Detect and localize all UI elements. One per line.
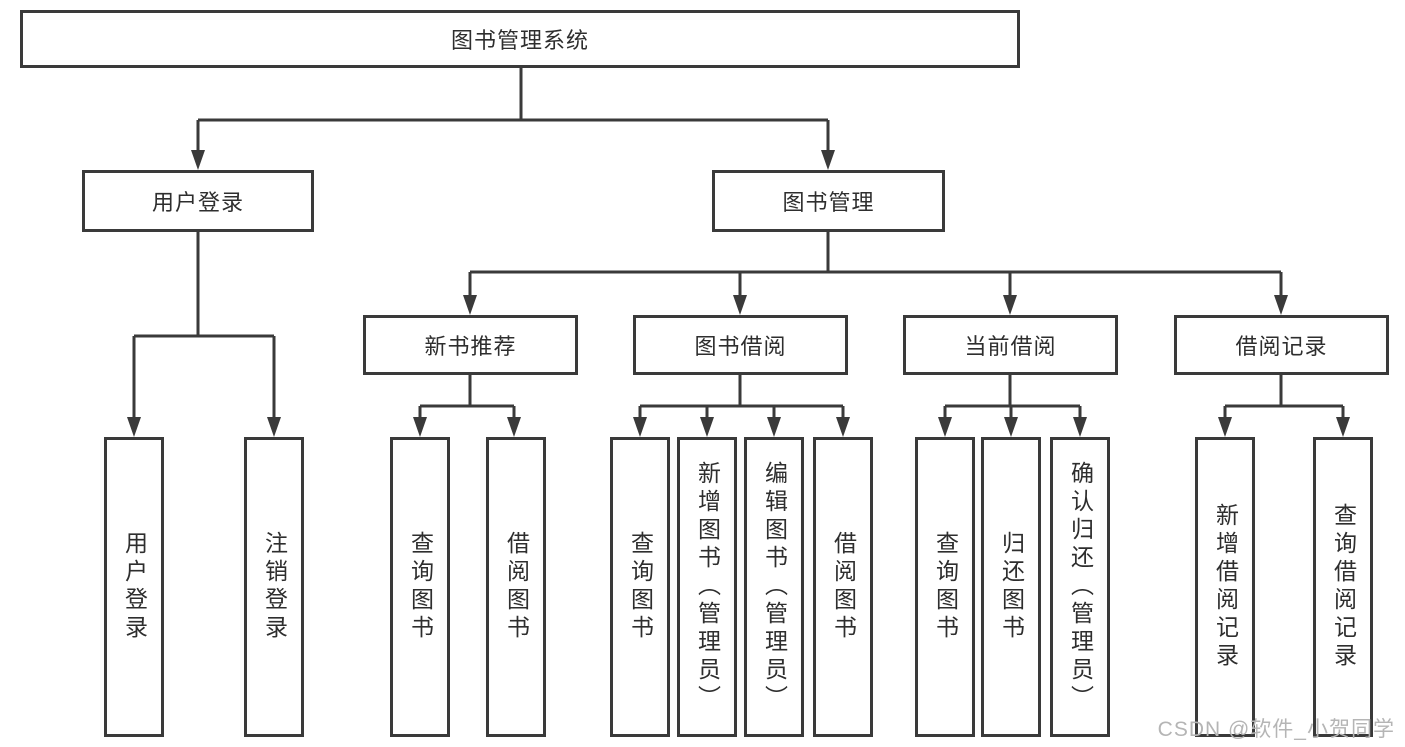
- leaf-confirm-return-admin: 确认归还（管理员）: [1050, 437, 1110, 737]
- leaf-return-books: 归还图书: [981, 437, 1041, 737]
- arrowhead: [1003, 295, 1017, 315]
- leaf-user-login: 用户登录: [104, 437, 164, 737]
- node-book-management: 图书管理: [712, 170, 945, 232]
- arrowhead: [507, 417, 521, 437]
- leaf-add-books-admin: 新增图书（管理员）: [677, 437, 737, 737]
- node-label: 借阅记录: [1235, 334, 1328, 359]
- leaf-borrow-books-recommend: 借阅图书: [486, 437, 546, 737]
- node-label: 查询图书: [407, 531, 434, 643]
- node-root-system: 图书管理系统: [20, 10, 1020, 68]
- connector-borrow-records-to-leaves: [1218, 375, 1350, 437]
- csdn-watermark: CSDN @软件_小贺同学: [1157, 718, 1395, 741]
- arrowhead: [938, 417, 952, 437]
- connector-book-borrow-to-leaves: [633, 375, 850, 437]
- connector-current-borrow-to-leaves: [938, 375, 1087, 437]
- arrowhead: [767, 417, 781, 437]
- connector-book-mgmt-to-level3: [463, 232, 1288, 315]
- node-book-borrowing: 图书借阅: [633, 315, 848, 375]
- arrowhead: [267, 417, 281, 437]
- arrowhead: [633, 417, 647, 437]
- connector-new-book-rec-to-leaves: [413, 375, 521, 437]
- node-new-book-recommendation: 新书推荐: [363, 315, 578, 375]
- node-label: 图书管理: [782, 190, 875, 215]
- node-borrowing-records: 借阅记录: [1174, 315, 1389, 375]
- connector-user-login-to-leaves: [127, 232, 281, 437]
- node-label: 图书借阅: [694, 334, 787, 359]
- arrowhead: [1004, 417, 1018, 437]
- leaf-edit-books-admin: 编辑图书（管理员）: [744, 437, 804, 737]
- arrowhead: [1073, 417, 1087, 437]
- node-label: 编辑图书（管理员）: [761, 461, 788, 713]
- leaf-borrow-books: 借阅图书: [813, 437, 873, 737]
- arrowhead: [413, 417, 427, 437]
- arrowhead: [1274, 295, 1288, 315]
- node-label: 用户登录: [151, 190, 244, 215]
- node-label: 查询图书: [932, 531, 959, 643]
- leaf-query-books-recommend: 查询图书: [390, 437, 450, 737]
- arrowhead: [191, 150, 205, 170]
- leaf-query-books-borrow: 查询图书: [610, 437, 670, 737]
- node-label: 用户登录: [121, 531, 148, 643]
- leaf-logout: 注销登录: [244, 437, 304, 737]
- node-label: 查询借阅记录: [1330, 503, 1357, 671]
- node-current-borrowing: 当前借阅: [903, 315, 1118, 375]
- node-label: 图书管理系统: [450, 28, 589, 53]
- leaf-query-books-current: 查询图书: [915, 437, 975, 737]
- node-label: 确认归还（管理员）: [1067, 461, 1094, 713]
- arrowhead: [1218, 417, 1232, 437]
- node-label: 当前借阅: [964, 334, 1057, 359]
- arrowhead: [1336, 417, 1350, 437]
- node-label: 注销登录: [261, 531, 288, 643]
- arrowhead: [836, 417, 850, 437]
- node-label: 新增图书（管理员）: [694, 461, 721, 713]
- node-label: 借阅图书: [830, 531, 857, 643]
- node-label: 借阅图书: [503, 531, 530, 643]
- arrowhead: [733, 295, 747, 315]
- arrowhead: [821, 150, 835, 170]
- node-label: 归还图书: [998, 531, 1025, 643]
- node-label: 新增借阅记录: [1212, 503, 1239, 671]
- leaf-query-borrow-record: 查询借阅记录: [1313, 437, 1373, 737]
- node-label: 新书推荐: [424, 334, 517, 359]
- arrowhead: [127, 417, 141, 437]
- node-user-login: 用户登录: [82, 170, 314, 232]
- node-label: 查询图书: [627, 531, 654, 643]
- leaf-add-borrow-record: 新增借阅记录: [1195, 437, 1255, 737]
- connector-root-to-level2: [191, 68, 835, 170]
- arrowhead: [463, 295, 477, 315]
- arrowhead: [700, 417, 714, 437]
